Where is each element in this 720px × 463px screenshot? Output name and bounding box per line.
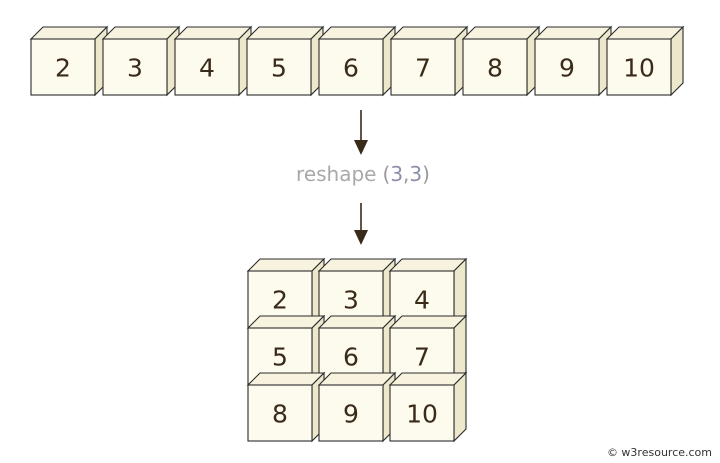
cube-value: 2	[272, 286, 288, 315]
cube-value: 4	[414, 286, 430, 315]
operation-open-paren: (	[383, 162, 391, 186]
cube-front-face	[30, 38, 96, 96]
operation-label: reshape (3,3)	[296, 162, 430, 186]
operation-name: reshape	[296, 162, 376, 186]
cube-value: 5	[271, 54, 287, 83]
cube-top-face	[245, 26, 325, 40]
cube-top-face	[388, 315, 468, 329]
cube-top-face	[173, 26, 253, 40]
cube-value: 10	[406, 400, 438, 429]
cube-side-face	[453, 371, 467, 443]
cube-side-face	[670, 25, 684, 97]
output-cube: 8	[246, 371, 326, 443]
cube-top-face	[246, 372, 326, 386]
operation-close-paren: )	[422, 162, 430, 186]
cube-value: 3	[343, 286, 359, 315]
cube-top-face	[605, 26, 685, 40]
cube-top-face	[533, 26, 613, 40]
cube-value: 6	[343, 343, 359, 372]
cube-value: 8	[272, 400, 288, 429]
input-cube: 3	[101, 25, 181, 97]
arrow-down-icon	[354, 110, 368, 155]
output-cube: 10	[388, 371, 468, 443]
cube-top-face	[246, 315, 326, 329]
cube-value: 3	[127, 54, 143, 83]
cube-value: 7	[414, 343, 430, 372]
cube-value: 9	[343, 400, 359, 429]
input-cube: 6	[317, 25, 397, 97]
cube-top-face	[317, 315, 397, 329]
operation-rows-arg: 3	[390, 162, 403, 186]
cube-top-face	[388, 258, 468, 272]
operation-comma: ,	[403, 162, 409, 186]
input-cube: 10	[605, 25, 685, 97]
input-cube: 5	[245, 25, 325, 97]
cube-value: 2	[55, 54, 71, 83]
cube-value: 7	[415, 54, 431, 83]
input-cube: 9	[533, 25, 613, 97]
arrow-down-icon	[354, 203, 368, 245]
cube-value: 9	[559, 54, 575, 83]
output-cube: 9	[317, 371, 397, 443]
cube-front-face	[318, 38, 384, 96]
cube-value: 6	[343, 54, 359, 83]
cube-front-face	[246, 38, 312, 96]
input-cube: 2	[29, 25, 109, 97]
output-array-grid: 2 3 4 5 6 7 8 9 10	[246, 257, 468, 443]
cube-front-face	[606, 38, 672, 96]
operation-cols-arg: 3	[409, 162, 422, 186]
cube-front-face	[174, 38, 240, 96]
cube-top-face	[461, 26, 541, 40]
cube-top-face	[317, 26, 397, 40]
cube-front-face	[247, 384, 313, 442]
cube-top-face	[101, 26, 181, 40]
cube-top-face	[389, 26, 469, 40]
cube-value: 8	[487, 54, 503, 83]
cube-top-face	[29, 26, 109, 40]
cube-front-face	[390, 38, 456, 96]
cube-front-face	[318, 384, 384, 442]
cube-top-face	[317, 372, 397, 386]
input-cube: 8	[461, 25, 541, 97]
cube-front-face	[102, 38, 168, 96]
cube-value: 4	[199, 54, 215, 83]
cube-front-face	[462, 38, 528, 96]
cube-value: 5	[272, 343, 288, 372]
cube-top-face	[317, 258, 397, 272]
cube-value: 10	[623, 54, 655, 83]
input-cube: 7	[389, 25, 469, 97]
cube-top-face	[246, 258, 326, 272]
cube-top-face	[388, 372, 468, 386]
credit-watermark: © w3resource.com	[606, 446, 712, 459]
input-cube: 4	[173, 25, 253, 97]
cube-front-face	[389, 384, 455, 442]
cube-front-face	[534, 38, 600, 96]
input-array-row: 2 3 4 5 6 7 8 9 10	[29, 25, 685, 97]
